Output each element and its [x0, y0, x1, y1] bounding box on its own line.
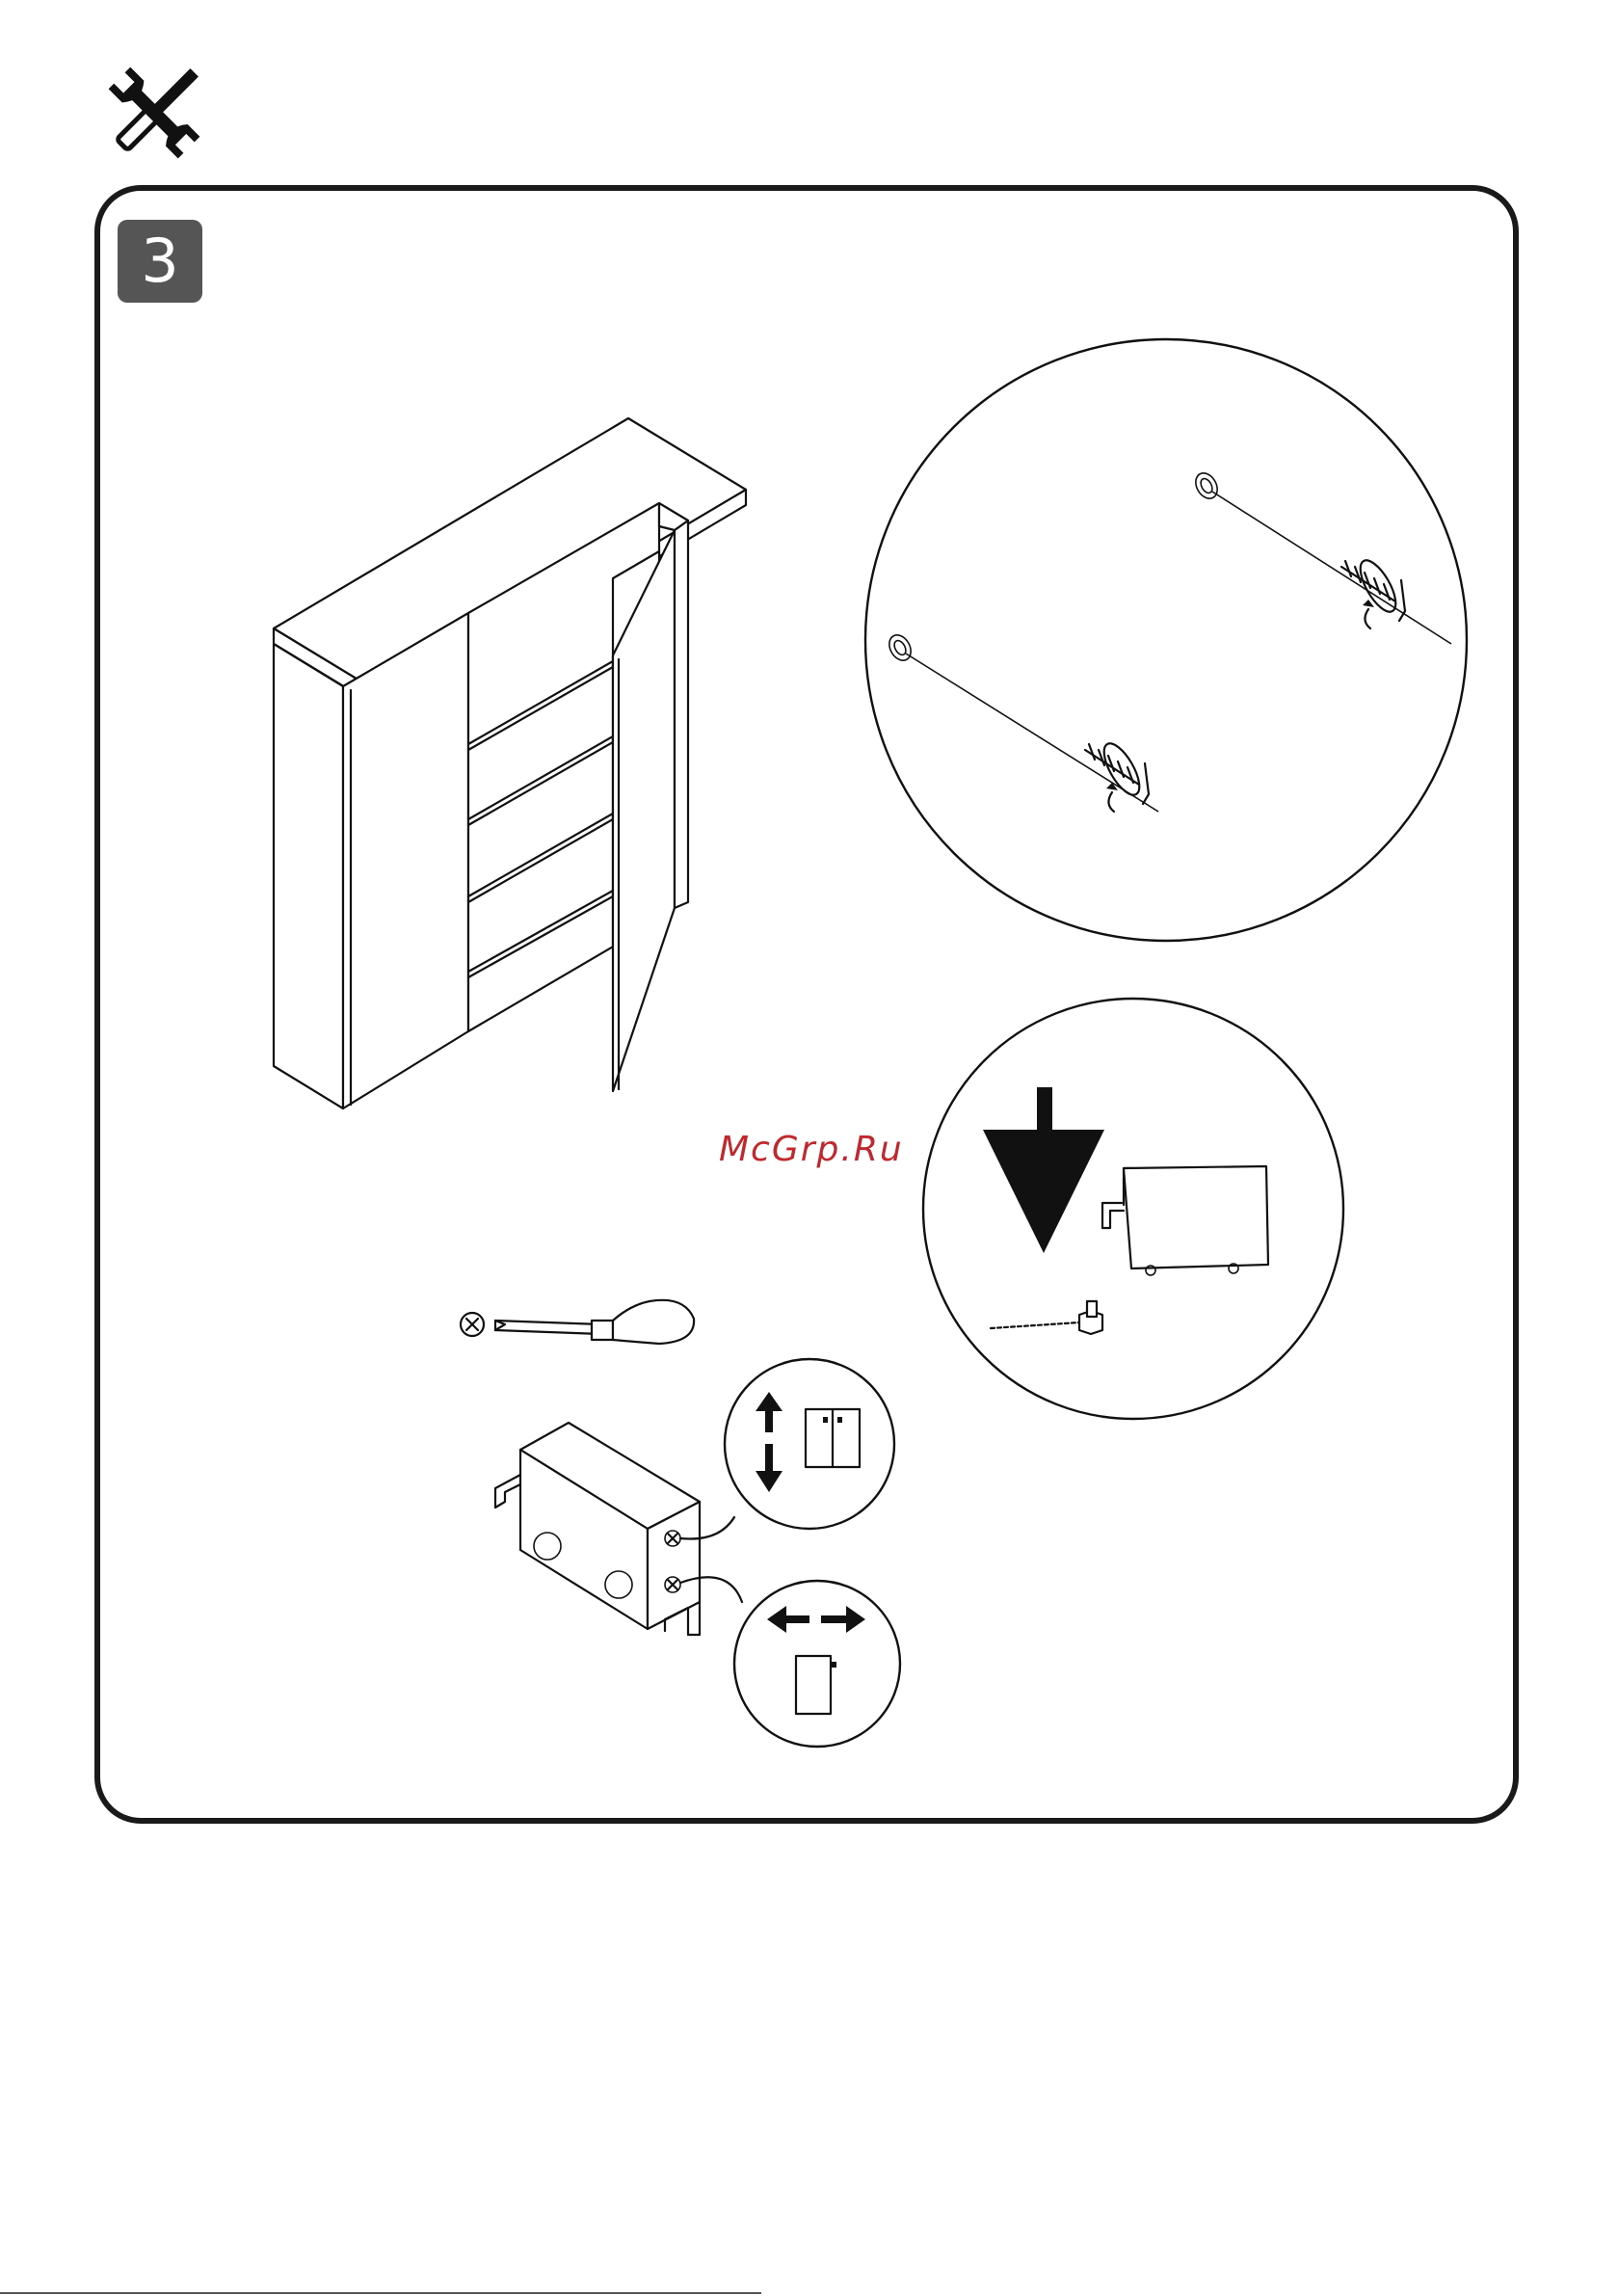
wrench-screwdriver-icon: [102, 64, 206, 162]
hinge-adjustment-icon: [482, 1421, 703, 1642]
page-footer-rule: [0, 2292, 761, 2294]
horizontal-adjust-icon: [732, 1577, 906, 1750]
step-number-badge: 3: [118, 220, 202, 303]
hang-bracket-detail-icon: [921, 997, 1345, 1421]
vertical-adjust-icon: [723, 1351, 896, 1535]
wall-screw-detail-icon: [862, 335, 1471, 945]
phillips-screwdriver-icon: [457, 1292, 707, 1369]
open-mirror-cabinet-illustration: [270, 414, 771, 1108]
watermark: McGrp.Ru: [719, 1130, 904, 1169]
